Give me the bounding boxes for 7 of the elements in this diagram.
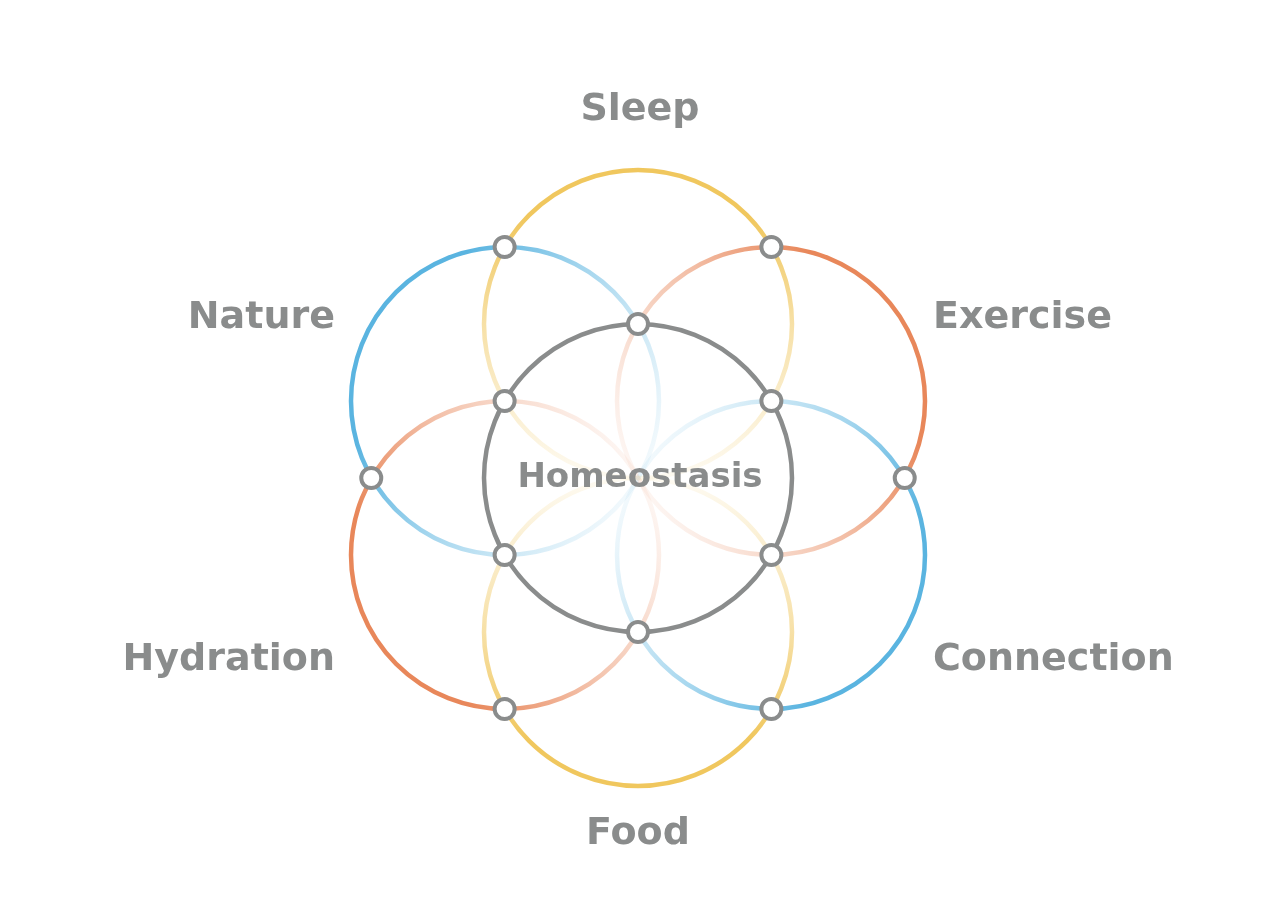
ring-label: Exercise	[933, 296, 1112, 334]
ring-label: Food	[586, 812, 690, 850]
center-label: Homeostasis	[517, 458, 763, 492]
ring-label: Nature	[187, 296, 335, 334]
ring-label: Hydration	[122, 638, 335, 676]
ring-label: Sleep	[580, 88, 700, 126]
ring-label: Connection	[933, 638, 1174, 676]
